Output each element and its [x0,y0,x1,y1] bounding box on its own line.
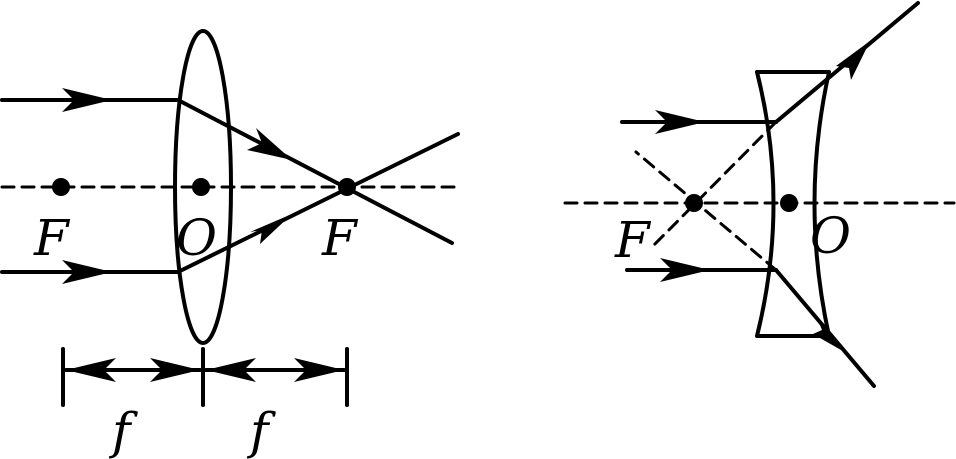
convex-right-focus-label: F [321,209,359,267]
convex-left-focus-label: F [33,209,71,267]
focal-length-left-label: f [108,402,138,459]
concave-upper-virtual-extension [650,120,778,249]
convex-lens-shape [173,29,233,345]
dimension-arrowhead-right-start [206,358,256,382]
convex-right-focus-point [338,178,356,196]
concave-lower-refracted-arrow [813,318,848,354]
dimension-arrowhead-left-start [66,358,116,382]
concave-virtual-focus-point [685,194,703,212]
concave-lens-diagram: F O [563,1,956,388]
convex-left-focus-point [52,178,70,196]
convex-lens-diagram: F O F f f [0,29,464,459]
focal-length-right-label: f [246,402,276,459]
concave-lower-incident-arrow [660,258,710,282]
dimension-arrowhead-right-end [294,358,344,382]
dimension-arrowhead-left-end [150,358,200,382]
concave-center-point [780,194,798,212]
concave-lower-virtual-extension [634,150,778,272]
concave-center-label: O [810,207,851,265]
convex-upper-incident-arrow [62,88,112,112]
convex-lower-refracted-ray [176,132,460,274]
concave-upper-incident-arrow [655,110,705,134]
concave-upper-refracted-arrow [836,41,870,80]
convex-center-label: O [176,209,217,267]
concave-virtual-focus-label: F [614,211,652,269]
convex-lower-refracted-arrow [250,214,292,244]
convex-lower-incident-arrow [62,260,112,284]
convex-upper-refracted-ray [176,98,454,245]
convex-upper-refracted-arrow [247,128,292,160]
convex-center-point [192,178,210,196]
